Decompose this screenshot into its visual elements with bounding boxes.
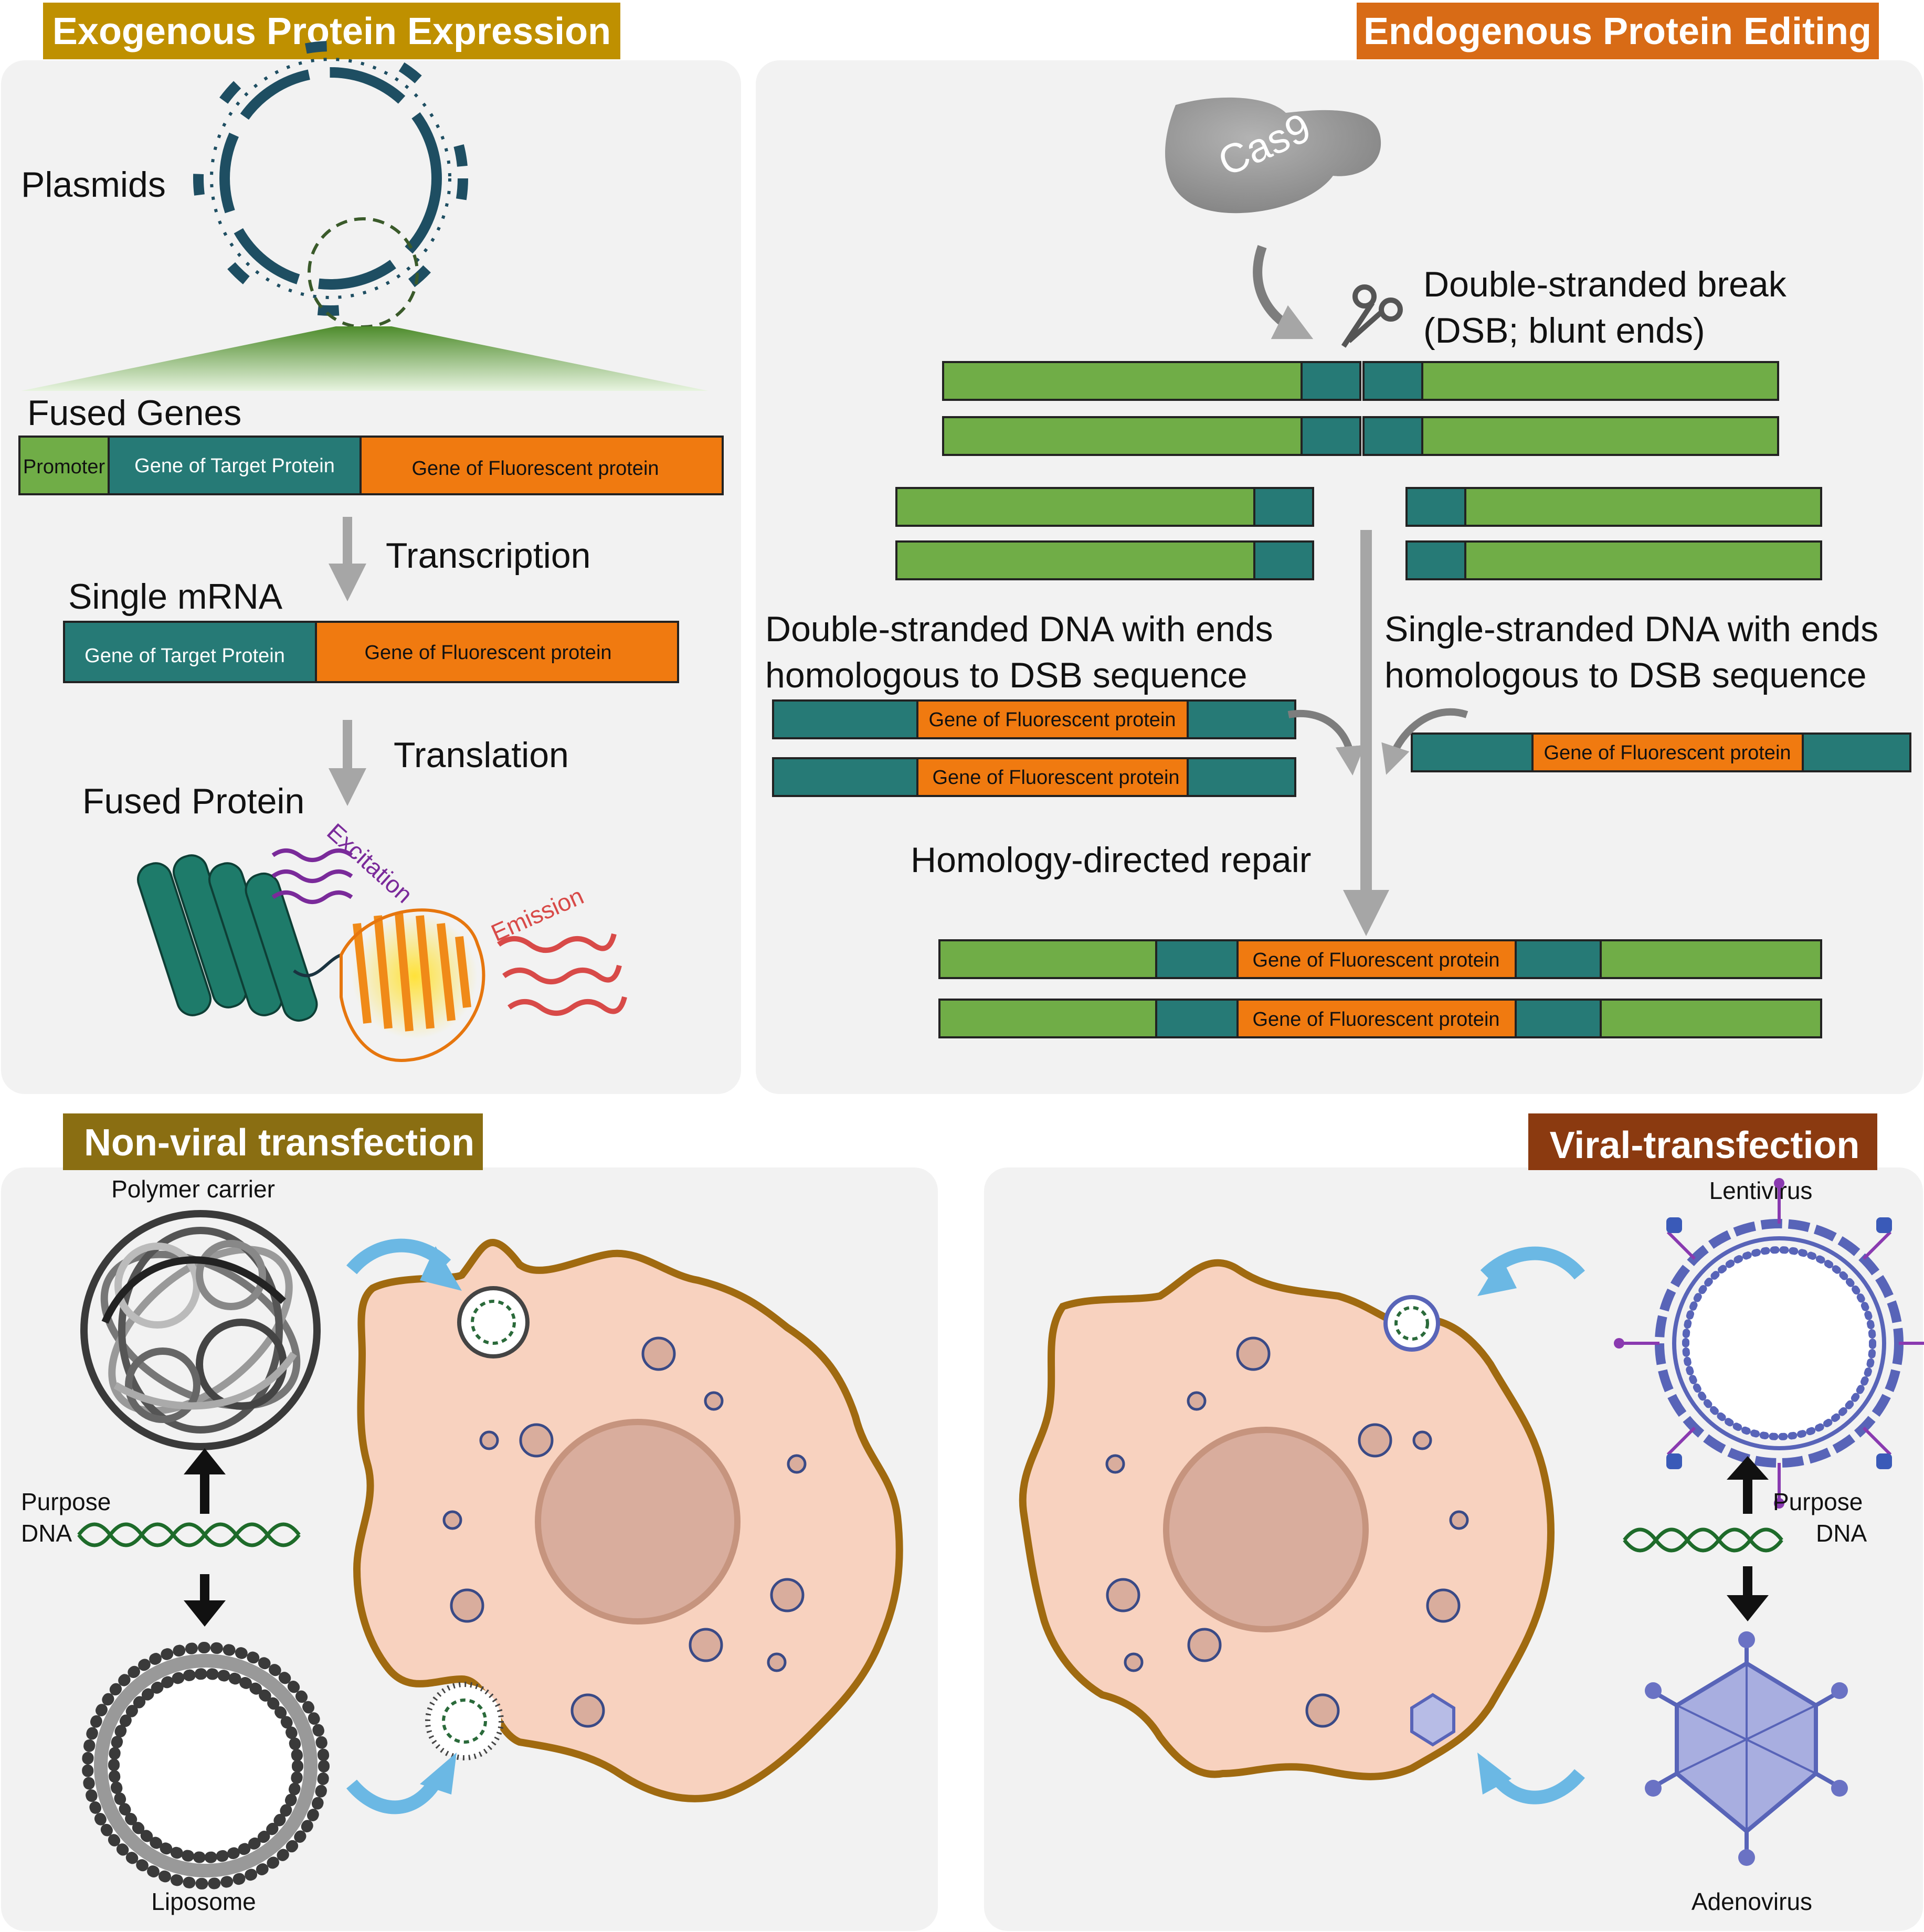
lentivirus-label: Lentivirus <box>1709 1177 1813 1204</box>
fused-protein-label: Fused Protein <box>82 781 304 821</box>
fused-genes-bar: Promoter Gene of Target Protein Gene of … <box>18 436 724 495</box>
cell-icon <box>353 1239 903 1802</box>
fused-protein-icon <box>137 854 485 1062</box>
header-exogenous-text: Exogenous Protein Expression <box>52 10 611 52</box>
viral-dna-label: DNA <box>1816 1520 1867 1547</box>
viral-purpose-label: Purpose <box>1773 1488 1863 1515</box>
ss-dna-label-line2: homologous to DSB sequence <box>1384 655 1867 695</box>
scissors-icon <box>1341 284 1403 348</box>
repaired-dna <box>938 939 1822 1038</box>
header-nonviral: Non-viral transfection <box>63 1113 483 1170</box>
adenovirus-icon <box>1645 1631 1848 1866</box>
header-exogenous: Exogenous Protein Expression <box>43 3 620 59</box>
hdr-label: Homology-directed repair <box>911 840 1311 880</box>
transcription-label: Transcription <box>386 536 591 576</box>
excitation-waves <box>271 848 353 904</box>
plasmid-ring-icon <box>193 41 468 316</box>
ss-donor-arrow <box>1381 708 1468 775</box>
ds-donor-arrow <box>1287 709 1365 776</box>
ds-donor-text-2: Gene of Fluorescent protein <box>932 767 1179 789</box>
panel-exogenous <box>1 60 741 1094</box>
promoter-text: Promoter <box>23 456 105 478</box>
single-mrna-label: Single mRNA <box>68 577 283 617</box>
ds-dna-label-line1: Double-stranded DNA with ends <box>765 609 1273 649</box>
header-viral: Viral-transfection <box>1528 1113 1877 1170</box>
viral-blue-arrowhead-bottom <box>1477 1753 1511 1795</box>
viral-blue-arrow-bottom <box>1490 1769 1585 1804</box>
polymer-ball-icon <box>80 1210 321 1450</box>
dsb-label-line1: Double-stranded break <box>1423 264 1787 304</box>
panel-endogenous <box>756 60 1923 1094</box>
repaired-text-2: Gene of Fluorescent protein <box>1252 1009 1499 1031</box>
nonviral-purpose-label: Purpose <box>21 1488 111 1515</box>
plasmids-label: Plasmids <box>21 165 166 205</box>
cas9-arrow <box>1253 245 1314 339</box>
ss-dna-label-line1: Single-stranded DNA with ends <box>1384 609 1878 649</box>
mrna-fluor-text: Gene of Fluorescent protein <box>364 642 611 664</box>
translation-label: Translation <box>394 735 569 775</box>
header-endogenous: Endogenous Protein Editing <box>1357 3 1879 59</box>
dna-helix-icon-viral <box>1623 1527 1783 1553</box>
mrna-target-text: Gene of Target Protein <box>84 645 285 667</box>
cell-icon-viral <box>1019 1259 1555 1780</box>
nonviral-down-arrowhead <box>184 1600 226 1627</box>
mrna-bar: Gene of Target Protein Gene of Fluoresce… <box>63 621 679 683</box>
gene-target-text: Gene of Target Protein <box>134 455 335 477</box>
ds-donor-text-1: Gene of Fluorescent protein <box>928 709 1176 731</box>
dsb-label-line2: (DSB; blunt ends) <box>1423 311 1705 351</box>
genomic-dna <box>942 361 1779 456</box>
fused-genes-label: Fused Genes <box>27 393 241 433</box>
polymer-carrier-label: Polymer carrier <box>111 1175 275 1203</box>
cas9-blob-icon: Cas9 <box>1165 97 1381 214</box>
viral-down-arrowhead <box>1727 1595 1769 1621</box>
dna-fragments <box>895 487 1822 580</box>
repaired-text-1: Gene of Fluorescent protein <box>1252 949 1499 971</box>
nonviral-dna-label: DNA <box>21 1520 72 1547</box>
gene-fluor-text: Gene of Fluorescent protein <box>411 458 659 480</box>
viral-up-arrowhead <box>1727 1456 1769 1480</box>
nonviral-blue-arrowhead-top <box>420 1246 462 1291</box>
nonviral-blue-arrow-bottom <box>346 1777 442 1814</box>
adenovirus-label: Adenovirus <box>1692 1888 1812 1915</box>
liposome-label: Liposome <box>151 1888 256 1915</box>
dna-helix-icon <box>77 1522 301 1547</box>
ds-dna-label-line2: homologous to DSB sequence <box>765 655 1248 695</box>
header-viral-text: Viral-transfection <box>1550 1124 1860 1166</box>
ss-donor-dna <box>1411 733 1911 772</box>
header-nonviral-text: Non-viral transfection <box>84 1122 474 1164</box>
nonviral-up-arrowhead <box>184 1448 226 1474</box>
emission-waves <box>497 933 627 1016</box>
header-endogenous-text: Endogenous Protein Editing <box>1363 10 1872 52</box>
liposome-ring-icon <box>82 1642 330 1889</box>
ss-donor-text: Gene of Fluorescent protein <box>1544 742 1791 764</box>
zoom-wedge <box>21 326 709 391</box>
ds-donor-dna <box>772 699 1296 797</box>
viral-blue-arrowhead-top <box>1477 1257 1517 1296</box>
nonviral-blue-arrowhead-bottom <box>420 1753 457 1795</box>
lentivirus-icon <box>1614 1178 1924 1509</box>
